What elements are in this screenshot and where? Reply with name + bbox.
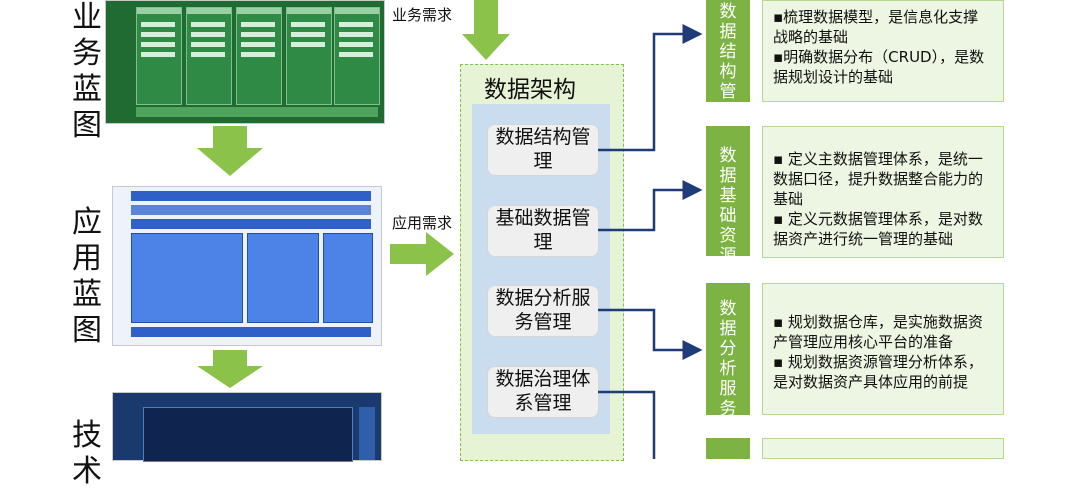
- meaning-label-2: 数据基础资源管理意义: [706, 126, 750, 346]
- right-arrow-icon: [390, 232, 454, 276]
- business-blueprint-label: 业务蓝图: [72, 0, 102, 143]
- data-architecture-title: 数据架构: [484, 77, 576, 103]
- meaning-label-1: 数据结构管理意义: [706, 0, 750, 162]
- down-arrow-icon: [462, 0, 510, 60]
- data-analysis-service-management-box: 数据分析服务管理: [487, 285, 599, 337]
- meaning-description-3: ▪ 规划数据仓库，是实施数据资产管理应用核心平台的准备 ▪ 规划数据资源管理分析…: [762, 283, 1004, 415]
- business-need-label: 业务需求: [392, 6, 453, 24]
- down-arrow-icon: [197, 126, 263, 176]
- application-need-label: 应用需求: [392, 214, 453, 232]
- application-blueprint-label: 应用蓝图: [72, 205, 102, 348]
- application-blueprint-image: [112, 186, 382, 346]
- data-governance-system-management-box: 数据治理体系管理: [487, 366, 599, 418]
- data-structure-management-box: 数据结构管理: [487, 124, 599, 176]
- down-arrow-icon: [197, 350, 263, 388]
- basic-data-management-box: 基础数据管理: [487, 205, 599, 257]
- connector-lines: [598, 24, 703, 459]
- business-blueprint-image: [105, 0, 385, 124]
- meaning-description-2: ▪ 定义主数据管理体系，是统一数据口径，提升数据整合能力的基础 ▪ 定义元数据管…: [762, 126, 1004, 258]
- technical-blueprint-image: [112, 392, 382, 462]
- technical-blueprint-label: 技术: [72, 418, 102, 489]
- meaning-label-4: [706, 438, 750, 459]
- meaning-description-1: ▪梳理数据模型，是信息化支撑战略的基础 ▪明确数据分布（CRUD），是数据规划设…: [762, 0, 1004, 102]
- meaning-label-3: 数据分析服务管理意义: [706, 283, 750, 499]
- meaning-description-4: [762, 438, 1004, 459]
